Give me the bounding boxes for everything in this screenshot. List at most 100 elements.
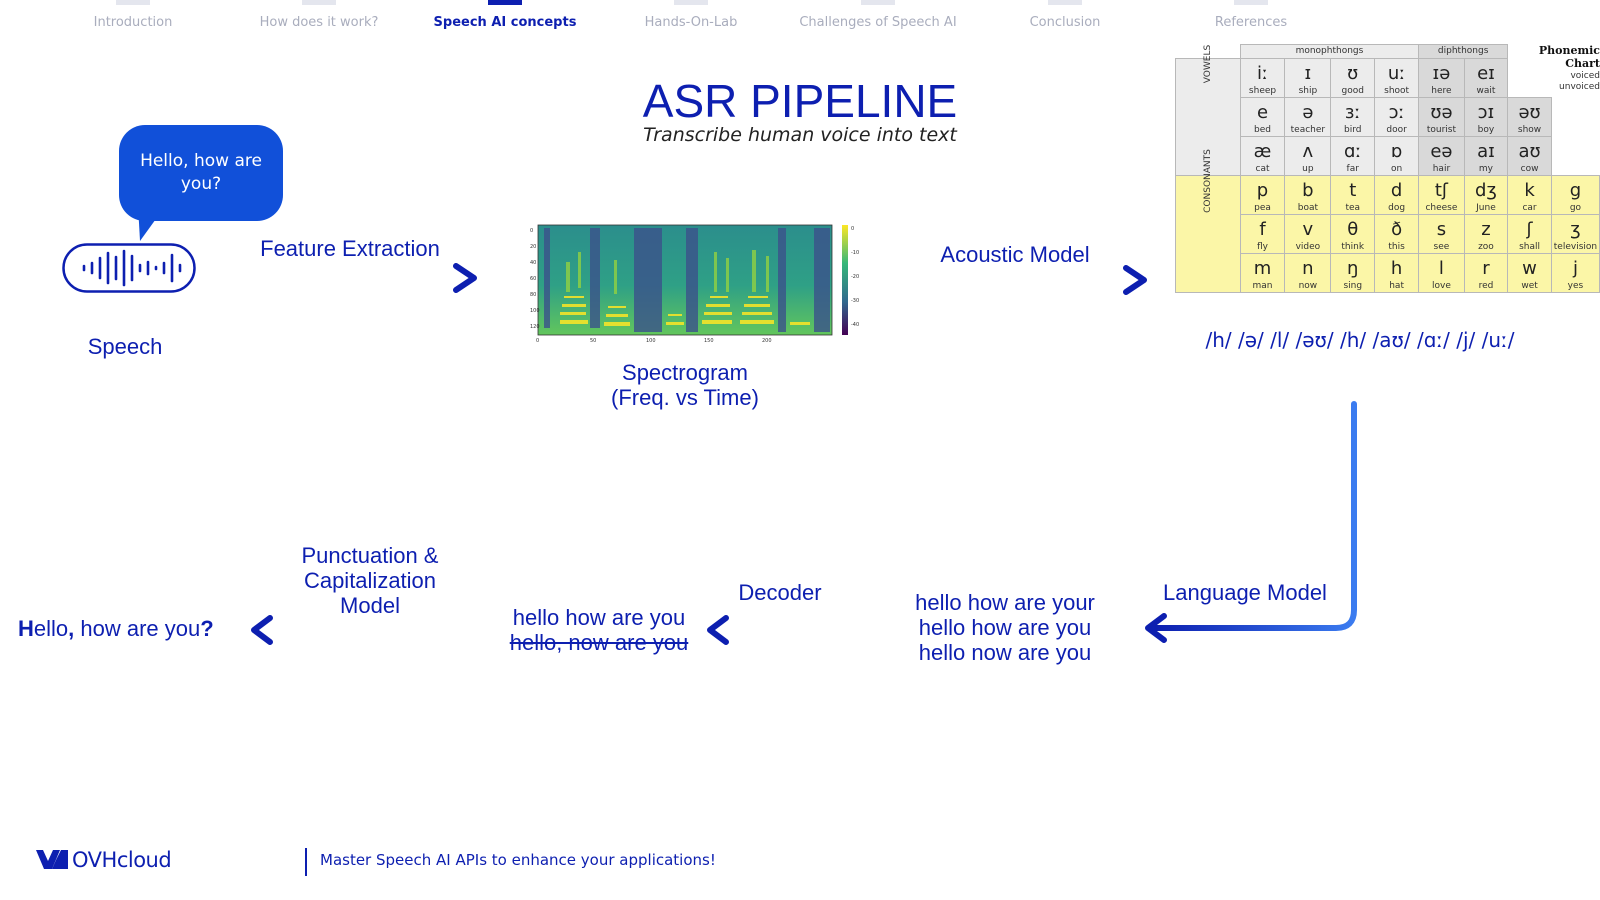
phoneme-symbol: ŋ [1347, 258, 1359, 279]
phoneme-symbol: b [1302, 180, 1314, 201]
nav-item-introduction[interactable]: Introduction [48, 0, 218, 32]
phoneme-symbol: ʒ [1570, 219, 1581, 240]
phoneme-symbol: aʊ [1518, 141, 1541, 162]
nav-item-references[interactable]: References [1166, 0, 1336, 32]
phoneme-symbol: ə [1302, 102, 1314, 123]
phoneme-example-word: tourist [1426, 125, 1457, 135]
phoneme-cell: ɔɪ boy [1463, 97, 1509, 137]
phoneme-symbol: f [1259, 219, 1266, 240]
spectrogram-label: Spectrogram (Freq. vs Time) [560, 360, 810, 410]
phoneme-example-word: here [1431, 86, 1452, 96]
phoneme-cell: æ cat [1239, 136, 1286, 176]
svg-text:80: 80 [530, 292, 536, 298]
arrow-feature-extraction [225, 263, 477, 293]
final-output-cap: H [18, 616, 34, 641]
phoneme-example-word: sheep [1248, 86, 1277, 96]
phoneme-cell: h hat [1374, 253, 1420, 293]
phoneme-cell: ʊə tourist [1418, 97, 1465, 137]
phoneme-example-word: hat [1389, 281, 1404, 291]
phoneme-symbol: aɪ [1477, 141, 1495, 162]
nav-label: Speech AI concepts [433, 15, 577, 30]
phoneme-example-word: now [1298, 281, 1318, 291]
punctuation-label-line: Model [340, 593, 400, 618]
phoneme-symbol: h [1390, 258, 1403, 279]
phoneme-sequence: /h/ /ə/ /l/ /əʊ/ /h/ /aʊ/ /ɑː/ /j/ /uː/ [1205, 328, 1515, 352]
phoneme-symbol: t [1349, 180, 1357, 201]
phoneme-symbol: ʃ [1526, 219, 1533, 240]
phoneme-example-word: love [1432, 281, 1451, 291]
phoneme-example-word: boy [1477, 125, 1495, 135]
monophthongs-header: monophthongs [1239, 44, 1420, 59]
phoneme-symbol: ɔː [1388, 102, 1405, 123]
nav-item-conclusion[interactable]: Conclusion [980, 0, 1150, 32]
svg-text:-40: -40 [851, 322, 859, 328]
phoneme-example-word: June [1476, 203, 1496, 213]
phoneme-symbol: eɪ [1477, 63, 1495, 84]
phoneme-example-word: shoot [1384, 86, 1410, 96]
phoneme-example-word: video [1295, 242, 1321, 252]
nav-item-how-it-works[interactable]: How does it work? [234, 0, 404, 32]
phoneme-example-word: pea [1254, 203, 1271, 213]
phoneme-symbol: m [1253, 258, 1272, 279]
page-subtitle: Transcribe human voice into text [643, 124, 957, 146]
phoneme-symbol: ɔɪ [1477, 102, 1495, 123]
decoder-output: hello how are you hello, now are you [494, 605, 704, 655]
svg-text:40: 40 [530, 260, 536, 266]
phoneme-symbol: ʊə [1430, 102, 1453, 123]
nav-item-speech-ai-concepts[interactable]: Speech AI concepts [420, 0, 590, 32]
nav-label: Conclusion [1029, 15, 1101, 30]
phoneme-symbol: z [1481, 219, 1491, 240]
spectrogram-label-line1: Spectrogram [622, 360, 748, 385]
svg-text:100: 100 [530, 308, 540, 314]
svg-text:0: 0 [536, 338, 539, 344]
svg-text:0: 0 [851, 226, 854, 232]
phoneme-symbol: æ [1253, 141, 1272, 162]
phonemic-chart-title-text: Phonemic Chart [1538, 44, 1600, 70]
nav-item-hands-on-lab[interactable]: Hands-On-Lab [606, 0, 776, 32]
phoneme-symbol: tʃ [1434, 180, 1448, 201]
phoneme-example-word: door [1386, 125, 1407, 135]
lm-hypotheses: hello how are your hello how are you hel… [895, 590, 1115, 665]
phoneme-symbol: θ [1347, 219, 1359, 240]
phoneme-symbol: g [1569, 180, 1582, 201]
phoneme-symbol: əʊ [1518, 102, 1541, 123]
hypothesis: hello how are you [918, 615, 1092, 640]
page-title: ASR PIPELINE [642, 75, 958, 127]
waveform-icon [62, 243, 196, 293]
phoneme-symbol: s [1436, 219, 1447, 240]
phoneme-example-word: bed [1254, 125, 1271, 135]
svg-text:60: 60 [530, 276, 536, 282]
consonants-side-label: CONSONANTS [1175, 149, 1241, 293]
phoneme-example-word: yes [1567, 281, 1584, 291]
ovhcloud-logo-text: OVHcloud [72, 848, 172, 872]
phoneme-symbol: v [1302, 219, 1314, 240]
phoneme-symbol: r [1482, 258, 1490, 279]
vowels-side-label: VOWELS [1175, 45, 1241, 176]
phoneme-example-word: fly [1257, 242, 1269, 252]
nav-label: How does it work? [259, 15, 379, 30]
phoneme-example-word: teacher [1290, 125, 1326, 135]
phoneme-example-word: car [1522, 203, 1537, 213]
svg-text:20: 20 [530, 244, 536, 250]
speech-bubble: Hello, how are you? [119, 125, 283, 221]
phoneme-symbol: ɪə [1432, 63, 1451, 84]
phoneme-example-word: my [1478, 164, 1493, 174]
nav-item-challenges[interactable]: Challenges of Speech AI [792, 0, 964, 32]
phoneme-cell: aɪ my [1463, 136, 1509, 176]
phoneme-example-word: cat [1255, 164, 1270, 174]
feature-extraction-label: Feature Extraction [260, 236, 440, 261]
phoneme-example-word: television [1553, 242, 1598, 252]
final-output: Hello, how are you? [18, 616, 238, 641]
nav-label: Challenges of Speech AI [799, 15, 957, 30]
phoneme-example-word: sing [1343, 281, 1363, 291]
arrow-acoustic-model [875, 265, 1147, 295]
